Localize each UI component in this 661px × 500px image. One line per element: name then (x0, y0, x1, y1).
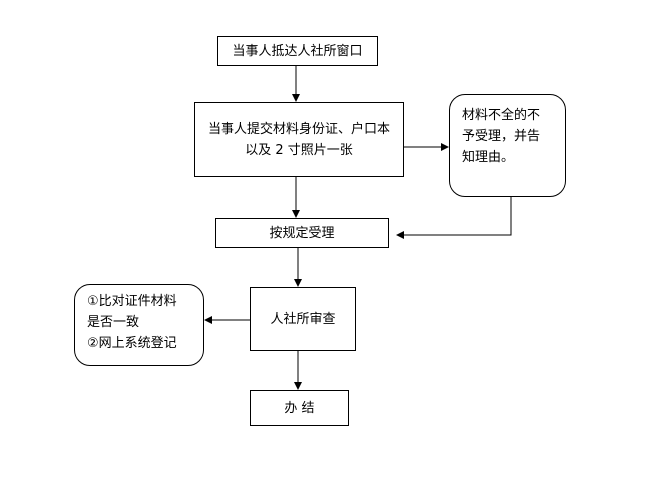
step-review-box: 人社所审查 (250, 287, 356, 351)
reject-line1: 材料不全的不 (462, 108, 541, 123)
reject-line2: 予受理，并告 (462, 129, 541, 144)
step-finish-box: 办 结 (250, 390, 349, 426)
step-accept-box: 按规定受理 (215, 218, 389, 248)
check-line1: ①比对证件材料 (87, 294, 177, 309)
check-note-box: ①比对证件材料 是否一致 ②网上系统登记 (74, 284, 204, 366)
reject-line3: 知理由。 (462, 150, 515, 165)
step-arrive-text: 当事人抵达人社所窗口 (232, 43, 363, 59)
step-finish-text: 办 结 (284, 400, 315, 416)
check-line2: 是否一致 (87, 315, 140, 330)
step-review-text: 人社所审查 (270, 311, 336, 327)
step-submit-box: 当事人提交材料身份证、户口本 以及 2 寸照片一张 (194, 102, 404, 177)
arrow-reject-to-accept (396, 197, 512, 239)
step-submit-line1: 当事人提交材料身份证、户口本 (207, 121, 390, 137)
step-submit-line2: 以及 2 寸照片一张 (245, 142, 353, 158)
step-accept-text: 按规定受理 (269, 225, 335, 241)
reject-note-box: 材料不全的不 予受理，并告 知理由。 (449, 94, 566, 197)
check-line3: ②网上系统登记 (87, 336, 177, 351)
step-arrive-box: 当事人抵达人社所窗口 (217, 36, 378, 66)
